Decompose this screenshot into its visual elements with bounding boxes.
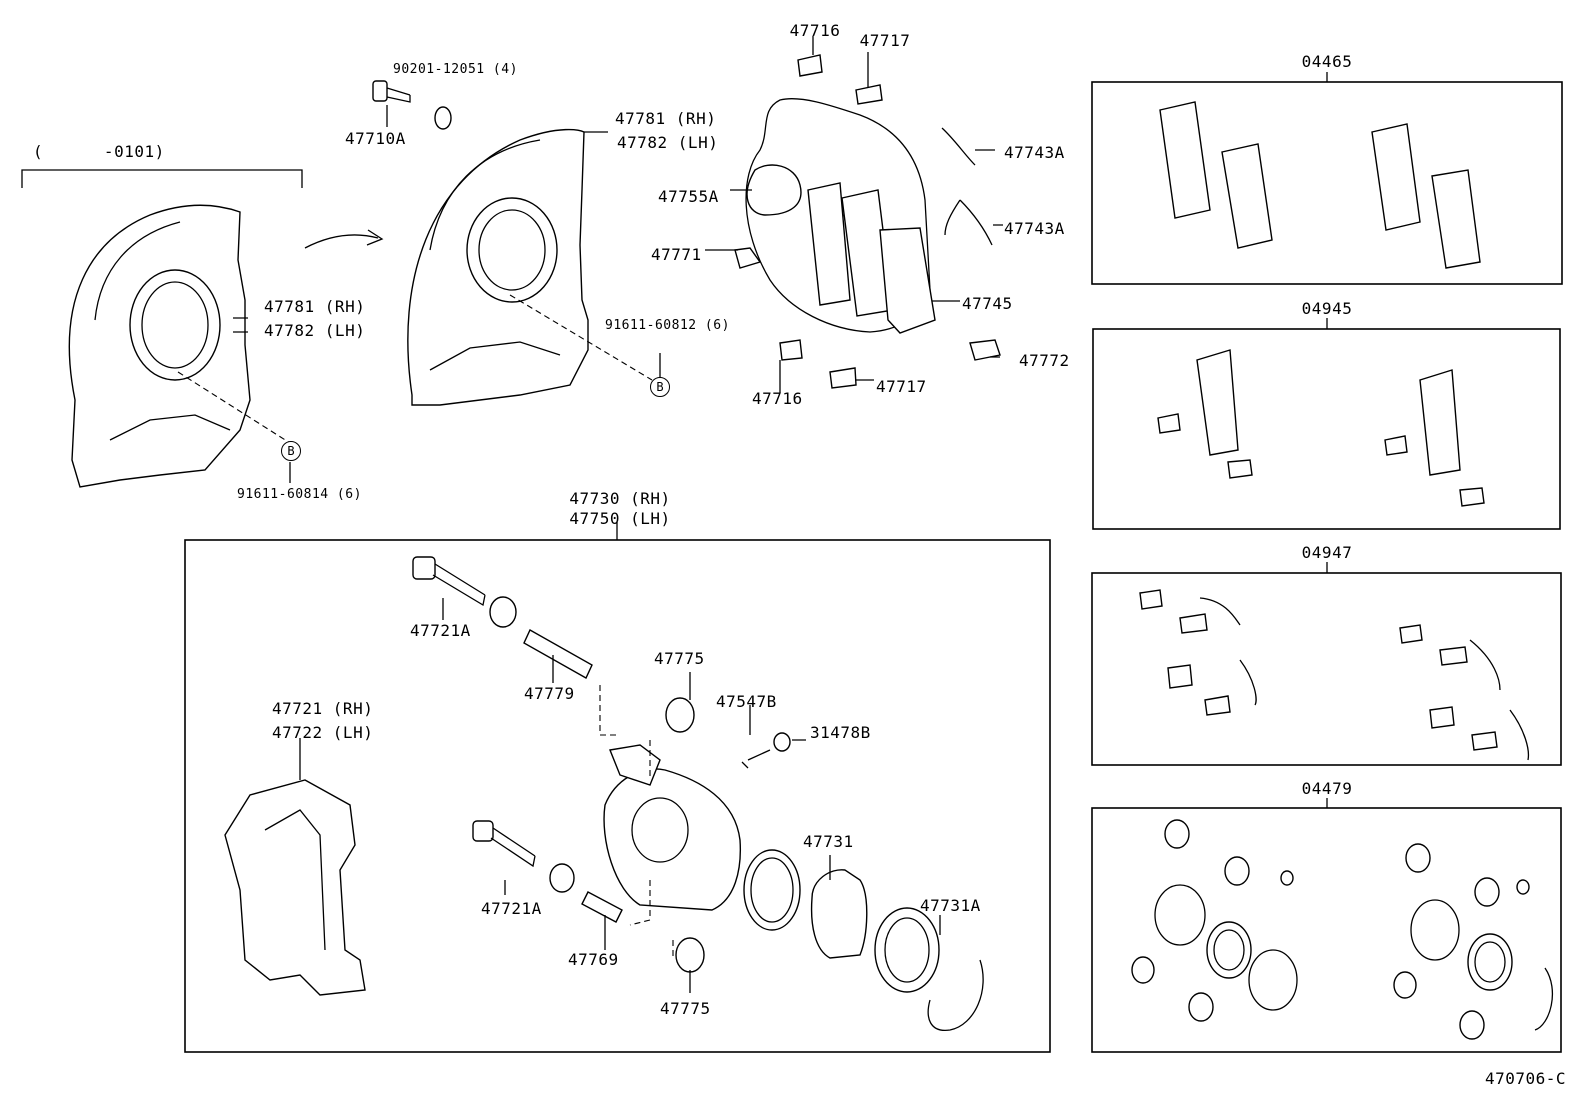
part-47716-top-label: 47716	[789, 21, 841, 40]
dust-cover-left-drawing	[68, 204, 251, 488]
figure-code: 470706-C	[1485, 1069, 1567, 1088]
kit-04945-shims-drawing	[1157, 349, 1485, 507]
part-47721-rh-label: 47721 (RH)	[272, 699, 374, 718]
part-47716-bot-label: 47716	[752, 389, 803, 408]
part-47772-label: 47772	[1019, 351, 1070, 370]
part-47730-rh-label: 47730 (RH)	[569, 489, 671, 508]
part-47717-top-label: 47717	[859, 31, 911, 50]
part-47750-lh-label: 47750 (LH)	[569, 509, 671, 528]
part-47781-rh-mid-label: 47781 (RH)	[615, 109, 717, 128]
kit-04465-label: 04465	[1301, 52, 1353, 71]
part-47781-rh-left-label: 47781 (RH)	[264, 297, 366, 316]
part-47755A-label: 47755A	[658, 187, 719, 206]
part-47743A-2-label: 47743A	[1004, 219, 1065, 238]
kit-box-04479	[1091, 807, 1562, 1053]
part-91611-60814-label: 91611-60814 (6)	[237, 487, 362, 502]
part-47782-lh-mid-label: 47782 (LH)	[617, 133, 719, 152]
part-47547B-label: 47547B	[716, 692, 777, 711]
part-47731-label: 47731	[803, 832, 854, 851]
part-47721A-2-label: 47721A	[481, 899, 542, 918]
part-47731A-label: 47731A	[920, 896, 981, 915]
part-47743A-1-label: 47743A	[1004, 143, 1065, 162]
supersede-arrow	[304, 234, 379, 249]
part-47771-label: 47771	[651, 245, 702, 264]
part-47775-top-label: 47775	[654, 649, 705, 668]
caliper-body-drawing	[603, 744, 742, 911]
callout-b-left: B	[281, 441, 301, 461]
part-47745-label: 47745	[962, 294, 1013, 313]
dust-cover-right-drawing	[407, 128, 589, 406]
date-range-bracket	[21, 169, 303, 188]
part-90201-label: 90201-12051 (4)	[393, 62, 518, 77]
part-31478B-label: 31478B	[810, 723, 871, 742]
guide-bolts-drawing	[412, 556, 791, 973]
bolt-47710A-drawing	[372, 80, 452, 130]
callout-b-right: B	[650, 377, 670, 397]
piston-seal-drawing	[743, 849, 984, 1031]
part-47710A-label: 47710A	[345, 129, 406, 148]
pad-shim-cluster-drawing	[734, 54, 1001, 389]
part-47782-lh-left-label: 47782 (LH)	[264, 321, 366, 340]
part-47769-label: 47769	[568, 950, 619, 969]
kit-04479-label: 04479	[1301, 779, 1353, 798]
date-range-label: ( -0101)	[33, 142, 165, 161]
kit-04947-label: 04947	[1301, 543, 1353, 562]
part-47775-bot-label: 47775	[660, 999, 711, 1018]
kit-04945-label: 04945	[1301, 299, 1353, 318]
caliper-bracket-drawing	[224, 779, 366, 996]
part-47717-bot-label: 47717	[876, 377, 927, 396]
part-47779-label: 47779	[524, 684, 575, 703]
kit-04479-seals-drawing	[1131, 819, 1554, 1040]
kit-04465-pads-drawing	[1159, 101, 1481, 269]
part-91611-60812-label: 91611-60812 (6)	[605, 318, 730, 333]
part-47722-lh-label: 47722 (LH)	[272, 723, 374, 742]
part-47721A-1-label: 47721A	[410, 621, 471, 640]
kit-04947-clips-drawing	[1139, 589, 1530, 761]
